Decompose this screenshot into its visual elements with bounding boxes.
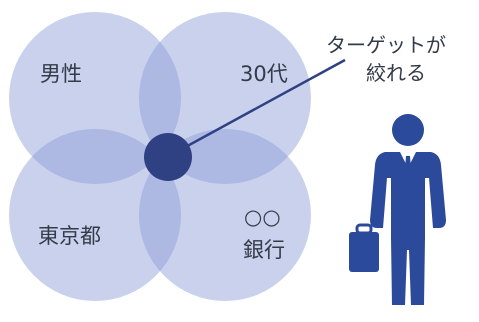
businessman-tie xyxy=(404,156,412,188)
label-30s: 30代 xyxy=(240,62,288,86)
briefcase-handle xyxy=(355,223,373,235)
briefcase-icon xyxy=(349,223,379,272)
briefcase-body xyxy=(349,232,379,272)
businessman-head xyxy=(392,114,424,146)
callout-text-line2: 絞れる xyxy=(366,61,426,85)
callout-line xyxy=(179,58,346,152)
businessman-icon xyxy=(370,114,446,305)
label-circles-placeholder: ○○ xyxy=(244,205,281,229)
label-tokyo: 東京都 xyxy=(38,224,101,248)
venn-circle-top-left xyxy=(9,12,181,184)
businessman-jacket xyxy=(370,152,446,240)
center-target-dot xyxy=(144,133,192,181)
venn-circle-bottom-left xyxy=(9,129,181,301)
businessman-legs xyxy=(391,238,425,305)
callout-text-line1: ターゲットが xyxy=(326,33,446,57)
label-bank: 銀行 xyxy=(243,238,285,262)
label-male: 男性 xyxy=(40,62,82,86)
